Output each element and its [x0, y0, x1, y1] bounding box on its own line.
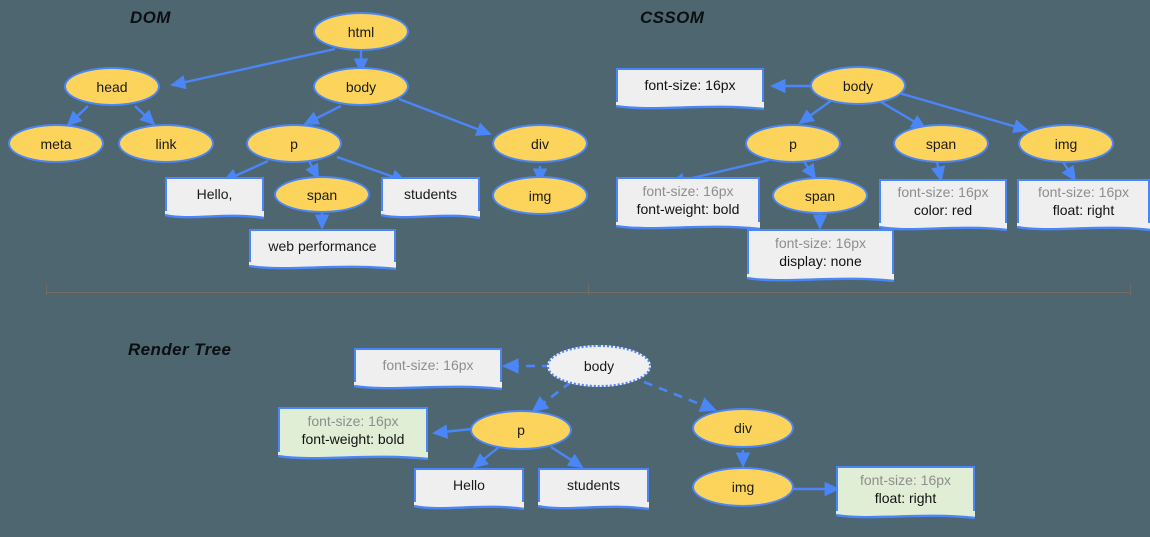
- dom-node-div-label: div: [531, 135, 549, 152]
- divider-tick-mid: [588, 284, 589, 295]
- cssom-node-p[interactable]: p: [745, 124, 841, 163]
- dom-textbox-hello-label: Hello,: [196, 186, 233, 203]
- torn-edge: [1017, 223, 1150, 234]
- torn-edge: [616, 222, 760, 233]
- cssom-rulebox-body[interactable]: font-size: 16px: [616, 68, 764, 111]
- cssom-rulebox-span-child-of-p-line1: font-size: 16px: [774, 234, 867, 251]
- divider-tick-right: [1130, 284, 1131, 295]
- render-rulebox-p-line2: font-weight: bold: [301, 430, 405, 447]
- dom-textbox-web-performance-label: web performance: [268, 237, 377, 254]
- cssom-node-body-label: body: [842, 77, 874, 94]
- dom-node-meta[interactable]: meta: [8, 124, 104, 163]
- section-title-cssom: CSSOM: [640, 8, 705, 27]
- render-rulebox-body-line1: font-size: 16px: [382, 357, 474, 374]
- render-textbox-hello[interactable]: Hello: [414, 468, 524, 511]
- divider-tick-left: [46, 284, 47, 295]
- section-title-render-tree: Render Tree: [128, 340, 232, 359]
- dom-node-link[interactable]: link: [118, 124, 214, 163]
- cssom-node-img[interactable]: img: [1018, 124, 1114, 163]
- cssom-rulebox-body-line1: font-size: 16px: [644, 77, 736, 94]
- dom-node-link-label: link: [155, 135, 177, 152]
- render-textbox-students[interactable]: students: [538, 468, 649, 511]
- render-node-body-label: body: [583, 358, 615, 374]
- cssom-rulebox-img-line1: font-size: 16px: [1037, 184, 1130, 201]
- render-node-body[interactable]: body: [547, 345, 651, 387]
- dom-textbox-hello[interactable]: Hello,: [165, 177, 264, 220]
- cssom-rulebox-p-line1: font-size: 16px: [642, 182, 734, 199]
- torn-edge: [381, 211, 480, 222]
- dom-node-body[interactable]: body: [313, 67, 409, 106]
- cssom-node-p-label: p: [789, 135, 797, 152]
- cssom-rulebox-span-child-of-body[interactable]: font-size: 16px color: red: [879, 179, 1007, 232]
- dom-node-p[interactable]: p: [246, 124, 342, 163]
- torn-edge: [879, 223, 1007, 234]
- dom-node-img[interactable]: img: [492, 176, 588, 215]
- cssom-node-img-label: img: [1054, 135, 1078, 152]
- render-rulebox-img-line2: float: right: [874, 489, 937, 506]
- cssom-rulebox-span-child-of-p[interactable]: font-size: 16px display: none: [747, 229, 894, 283]
- render-node-p[interactable]: p: [470, 410, 572, 450]
- dom-textbox-students-label: students: [404, 186, 457, 203]
- torn-edge: [165, 211, 264, 222]
- cssom-rulebox-p[interactable]: font-size: 16px font-weight: bold: [616, 177, 760, 231]
- cssom-rulebox-p-line2: font-weight: bold: [636, 200, 740, 217]
- cssom-node-span-child-of-body-label: span: [925, 135, 957, 152]
- dom-node-html-label: html: [347, 23, 375, 40]
- cssom-node-span-child-of-p-label: span: [804, 187, 836, 204]
- cssom-node-span-child-of-p[interactable]: span: [772, 177, 868, 214]
- render-node-p-label: p: [517, 422, 525, 438]
- render-node-img[interactable]: img: [692, 467, 794, 507]
- torn-edge: [836, 511, 975, 522]
- dom-node-body-label: body: [345, 78, 377, 95]
- render-node-div-label: div: [734, 420, 752, 436]
- torn-edge: [616, 102, 764, 113]
- dom-node-html[interactable]: html: [313, 12, 409, 51]
- dom-textbox-web-performance[interactable]: web performance: [249, 229, 396, 271]
- cssom-node-body[interactable]: body: [810, 66, 906, 105]
- torn-edge: [278, 452, 428, 463]
- section-title-dom: DOM: [130, 8, 171, 27]
- dom-node-span-label: span: [306, 186, 338, 203]
- dom-node-head[interactable]: head: [64, 67, 160, 106]
- dom-textbox-students[interactable]: students: [381, 177, 480, 220]
- torn-edge: [538, 502, 649, 513]
- render-rulebox-body[interactable]: font-size: 16px: [354, 348, 502, 391]
- render-node-img-label: img: [731, 479, 755, 495]
- cssom-node-span-child-of-body[interactable]: span: [893, 124, 989, 163]
- dom-node-head-label: head: [96, 78, 128, 95]
- torn-edge: [747, 274, 894, 285]
- cssom-rulebox-span-child-of-p-line2: display: none: [779, 252, 862, 269]
- render-rulebox-img[interactable]: font-size: 16px float: right: [836, 466, 975, 520]
- torn-edge: [249, 262, 396, 273]
- render-rulebox-p-line1: font-size: 16px: [307, 412, 399, 429]
- render-node-div[interactable]: div: [692, 408, 794, 448]
- cssom-rulebox-span-child-of-body-line2: color: red: [913, 202, 973, 218]
- cssom-rulebox-img-line2: float: right: [1052, 202, 1115, 218]
- dom-node-meta-label: meta: [40, 135, 72, 152]
- cssom-rulebox-img[interactable]: font-size: 16px float: right: [1017, 179, 1150, 232]
- render-rulebox-p[interactable]: font-size: 16px font-weight: bold: [278, 407, 428, 461]
- render-textbox-hello-label: Hello: [453, 477, 485, 494]
- render-rulebox-img-line1: font-size: 16px: [859, 471, 952, 488]
- cssom-rulebox-span-child-of-body-line1: font-size: 16px: [897, 184, 989, 201]
- torn-edge: [354, 382, 502, 393]
- dom-node-div[interactable]: div: [492, 124, 588, 163]
- render-textbox-students-label: students: [567, 477, 620, 494]
- torn-edge: [414, 502, 524, 513]
- dom-node-span[interactable]: span: [274, 176, 370, 213]
- dom-node-img-label: img: [528, 187, 552, 204]
- dom-node-p-label: p: [290, 135, 298, 152]
